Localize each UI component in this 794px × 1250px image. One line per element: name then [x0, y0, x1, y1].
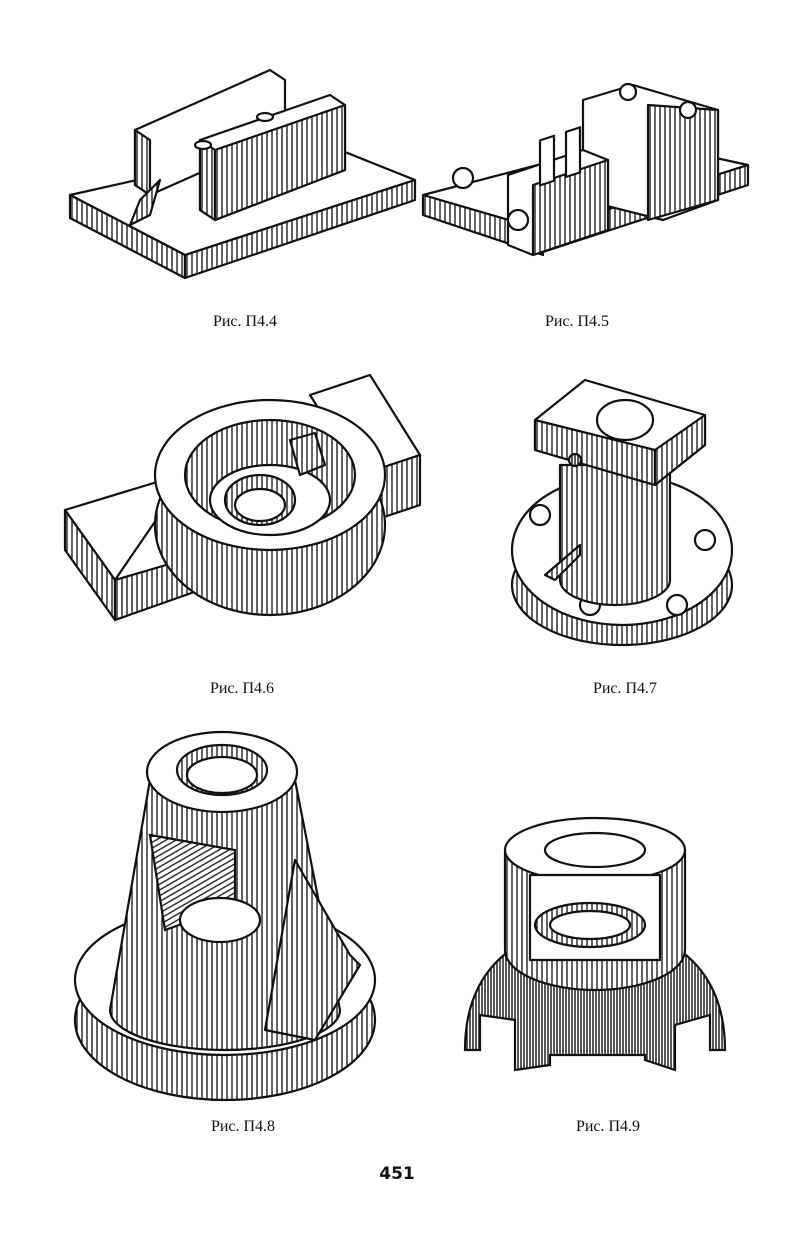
figure-p4-9-drawing: [463, 816, 727, 1072]
figure-p4-5-drawing: [421, 82, 750, 257]
figure-caption: Рис. П4.7: [592, 680, 658, 697]
figure-p4-7-drawing: [510, 378, 734, 647]
figure-caption: Рис. П4.9: [575, 1118, 641, 1135]
figure-caption: Рис. П4.4: [212, 313, 278, 330]
page-number: 451: [379, 1164, 415, 1184]
figure-caption: Рис. П4.8: [210, 1118, 276, 1135]
figure-p4-6-drawing: [63, 373, 422, 622]
figure-p4-8-drawing: [73, 730, 377, 1102]
figure-caption: Рис. П4.5: [544, 313, 610, 330]
figure-p4-4-drawing: [68, 68, 417, 280]
figure-caption: Рис. П4.6: [209, 680, 275, 697]
